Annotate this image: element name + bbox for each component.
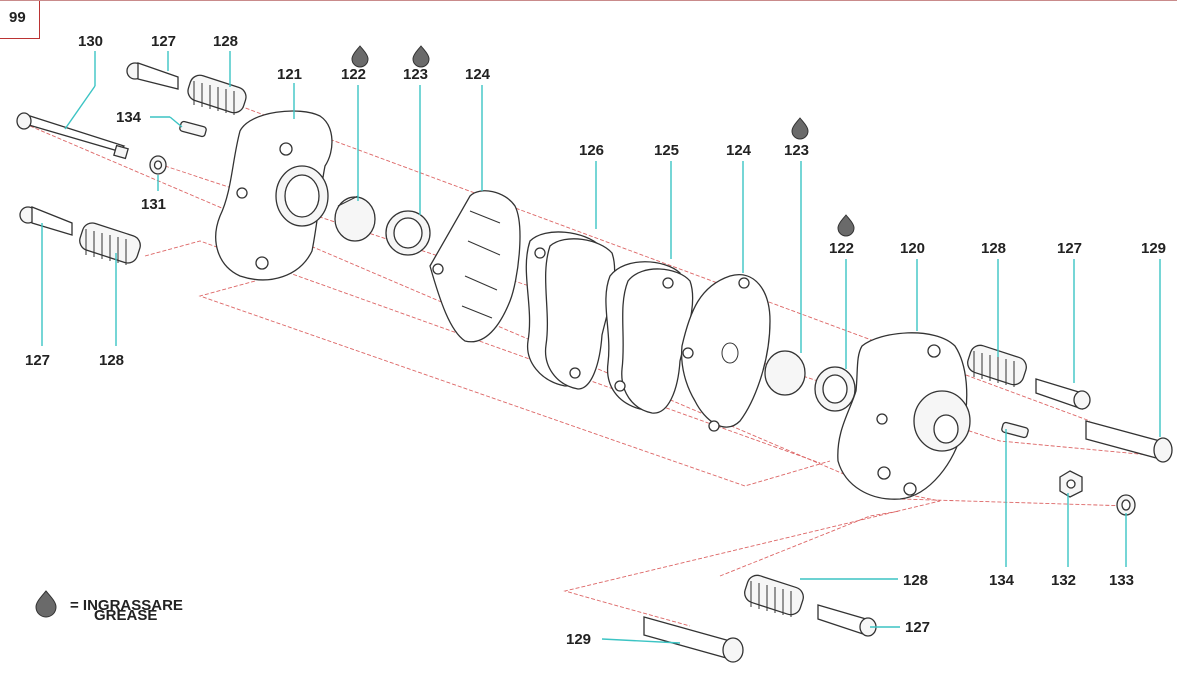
part-label-124: 124 <box>465 66 491 83</box>
part-label-123: 123 <box>403 66 428 83</box>
grease-drop-icon <box>837 214 855 237</box>
guide-pin-127-lower <box>817 604 877 637</box>
part-label-134: 134 <box>116 109 142 126</box>
part-label-127: 127 <box>905 619 930 636</box>
washer-133 <box>1116 494 1136 516</box>
guide-pin-127-bottom <box>19 206 73 236</box>
spring-128-bottom <box>79 222 141 265</box>
part-label-120: 120 <box>900 240 925 257</box>
seal-123-left <box>385 210 431 256</box>
brake-pad-124-right <box>680 274 771 432</box>
part-label-125: 125 <box>654 142 679 159</box>
part-label-131: 131 <box>141 196 166 213</box>
washer-131 <box>149 155 167 175</box>
part-label-129: 129 <box>1141 240 1166 257</box>
spring-128-right <box>967 344 1027 387</box>
part-label-129: 129 <box>566 631 591 648</box>
part-label-134: 134 <box>989 572 1015 589</box>
shim-125 <box>605 261 694 414</box>
part-label-126: 126 <box>579 142 604 159</box>
part-label-130: 130 <box>78 33 103 50</box>
part-label-128: 128 <box>213 33 238 50</box>
guide-pin-127-top <box>126 62 179 90</box>
part-label-128: 128 <box>903 572 928 589</box>
grease-drop-icon <box>791 117 809 140</box>
leader-lines <box>41 51 1161 644</box>
caliper-body-120 <box>837 332 971 500</box>
legend-line-1: = INGRASSARE <box>70 597 183 614</box>
grease-drop-icon <box>35 590 57 618</box>
part-label-124: 124 <box>726 142 752 159</box>
piston-122-left <box>334 195 376 242</box>
brake-pad-124-left <box>429 190 521 343</box>
part-label-121: 121 <box>277 66 302 83</box>
page-number-box: 99 <box>0 1 40 39</box>
part-label-122: 122 <box>829 240 854 257</box>
spring-128-lower <box>744 574 804 617</box>
part-label-128: 128 <box>99 352 124 369</box>
caliper-body-121 <box>215 110 333 281</box>
bolt-129-right <box>1085 420 1173 463</box>
bleed-nipple-134-left <box>179 120 207 138</box>
seal-122-right <box>814 366 856 412</box>
guide-pin-127-right <box>1035 378 1091 410</box>
bolt-130 <box>16 112 129 160</box>
part-label-127: 127 <box>25 352 50 369</box>
part-label-132: 132 <box>1051 572 1076 589</box>
bolt-129-lower <box>643 616 744 663</box>
part-label-123: 123 <box>784 142 809 159</box>
legend-line-2: GREASE <box>94 607 157 624</box>
page-number: 99 <box>9 9 26 26</box>
part-label-128: 128 <box>981 240 1006 257</box>
part-label-122: 122 <box>341 66 366 83</box>
spring-128-top <box>187 74 247 115</box>
bleed-nipple-134-right <box>1001 421 1029 439</box>
shim-126 <box>525 231 616 390</box>
grease-drop-icon <box>412 45 430 68</box>
grease-drop-icon <box>351 45 369 68</box>
piston-123-right <box>764 350 806 396</box>
nut-132 <box>1059 470 1083 498</box>
part-label-133: 133 <box>1109 572 1134 589</box>
part-label-127: 127 <box>151 33 176 50</box>
part-label-127: 127 <box>1057 240 1082 257</box>
